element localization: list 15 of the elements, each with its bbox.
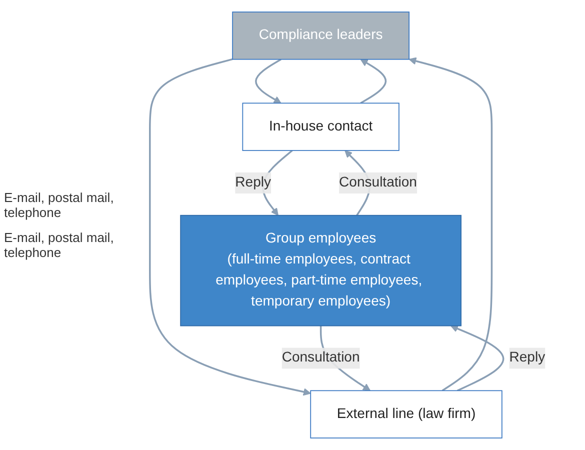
edge-label: Reply (509, 350, 546, 366)
arrow (149, 58, 311, 396)
arrow (255, 58, 282, 104)
arrow (408, 57, 493, 392)
channel-note: E-mail, postal mail, telephone (4, 230, 114, 260)
node-box: Group employees (full-time employees, contract employees, part-time employees, temporary employees) (180, 214, 462, 326)
node-box: Compliance leaders (232, 12, 410, 60)
node-box: External line (law firm) (310, 390, 502, 438)
edge-label: Reply (235, 175, 272, 190)
node-box: In-house contact (242, 102, 400, 151)
arrow (450, 324, 504, 392)
edge-label: Consultation (282, 350, 360, 366)
edge-label: Consultation (339, 175, 417, 190)
arrow (360, 59, 387, 104)
channel-note: E-mail, postal mail, telephone (4, 190, 114, 220)
